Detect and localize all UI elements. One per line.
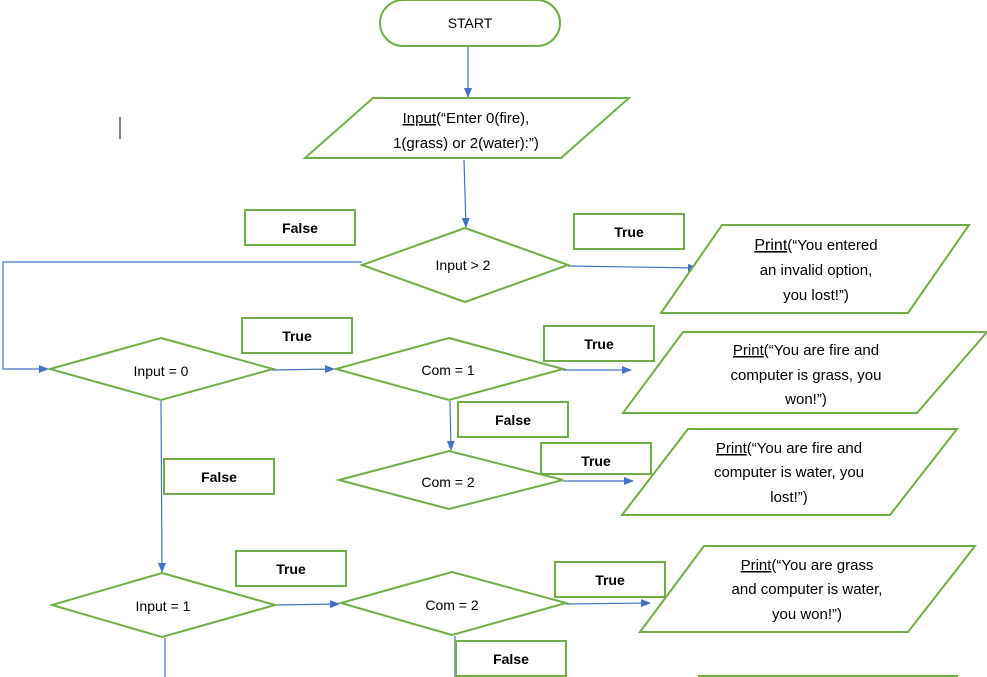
svg-text:True: True bbox=[276, 561, 306, 577]
svg-text:True: True bbox=[584, 336, 614, 352]
svg-text:True: True bbox=[595, 572, 625, 588]
output-grass-vs-water: Print(“You are grass and computer is wat… bbox=[638, 545, 978, 633]
output-line3: you won!”) bbox=[772, 606, 842, 623]
output-line2: and computer is water, bbox=[732, 581, 883, 598]
decision-label: Input > 2 bbox=[436, 257, 491, 273]
output-line1: Print(“You are grass bbox=[741, 557, 874, 574]
output-fire-vs-water: Print(“You are fire and computer is wate… bbox=[619, 428, 960, 516]
label-true-com2b: True bbox=[554, 561, 666, 598]
decision-label: Com = 1 bbox=[421, 362, 475, 378]
edge-eq0-false bbox=[157, 400, 166, 573]
output-line1: Print(“You are fire and bbox=[733, 342, 879, 359]
label-false-com1: False bbox=[457, 401, 569, 438]
input-parallelogram: Input(“Enter 0(fire), 1(grass) or 2(wate… bbox=[302, 97, 632, 159]
branch-labels: False True True True False True False T bbox=[163, 209, 685, 677]
edge-input-to-gt2 bbox=[461, 159, 470, 228]
decision-com-eq-2-a: Com = 2 bbox=[335, 449, 564, 511]
edge-gt2-false bbox=[2, 261, 362, 373]
decision-input-eq-0: Input = 0 bbox=[46, 336, 277, 402]
decision-label: Input = 1 bbox=[136, 598, 191, 614]
label-false-gt2: False bbox=[244, 209, 356, 246]
output-line1: Print(“You are fire and bbox=[716, 440, 862, 457]
output-line2: computer is grass, you bbox=[731, 367, 882, 384]
output-invalid-option: Print(“You entered an invalid option, yo… bbox=[659, 224, 971, 314]
svg-text:False: False bbox=[493, 651, 529, 667]
edge-gt2-true bbox=[567, 263, 698, 272]
input-text-line2: 1(grass) or 2(water):”) bbox=[393, 135, 539, 152]
svg-text:True: True bbox=[614, 224, 644, 240]
label-true-gt2: True bbox=[573, 213, 685, 250]
output-fire-vs-grass: Print(“You are fire and computer is gras… bbox=[621, 331, 987, 414]
label-true-eq0: True bbox=[241, 317, 353, 354]
decision-label: Com = 2 bbox=[421, 474, 475, 490]
start-terminator: START bbox=[379, 0, 561, 47]
edge-eq1-true bbox=[273, 600, 340, 609]
svg-text:False: False bbox=[282, 220, 318, 236]
output-line1: Print(“You entered bbox=[754, 237, 877, 254]
edge-com1-false bbox=[446, 400, 455, 451]
label-true-com1: True bbox=[543, 325, 655, 362]
input-text-line1: Input(“Enter 0(fire), bbox=[403, 110, 530, 127]
start-label: START bbox=[448, 15, 493, 31]
svg-text:True: True bbox=[282, 328, 312, 344]
output-line3: won!”) bbox=[784, 391, 827, 408]
decision-com-eq-2-b: Com = 2 bbox=[337, 570, 570, 637]
decision-label: Input = 0 bbox=[134, 363, 189, 379]
edge-eq0-true bbox=[271, 365, 335, 374]
label-true-eq1: True bbox=[235, 550, 347, 587]
decision-input-eq-1: Input = 1 bbox=[48, 571, 279, 639]
svg-text:True: True bbox=[581, 453, 611, 469]
decision-label: Com = 2 bbox=[425, 597, 479, 613]
output-line3: lost!”) bbox=[770, 489, 808, 506]
svg-text:False: False bbox=[201, 469, 237, 485]
label-false-com2b: False bbox=[455, 640, 567, 677]
output-line2: computer is water, you bbox=[714, 464, 864, 481]
decision-com-eq-1-a: Com = 1 bbox=[332, 336, 567, 402]
output-line2: an invalid option, bbox=[760, 262, 873, 279]
edge-com2b-true bbox=[565, 599, 651, 608]
label-true-com2a: True bbox=[540, 442, 652, 475]
svg-text:False: False bbox=[495, 412, 531, 428]
label-false-eq0: False bbox=[163, 458, 275, 495]
output-line3: you lost!”) bbox=[783, 287, 849, 304]
decision-input-gt-2: Input > 2 bbox=[359, 226, 571, 304]
